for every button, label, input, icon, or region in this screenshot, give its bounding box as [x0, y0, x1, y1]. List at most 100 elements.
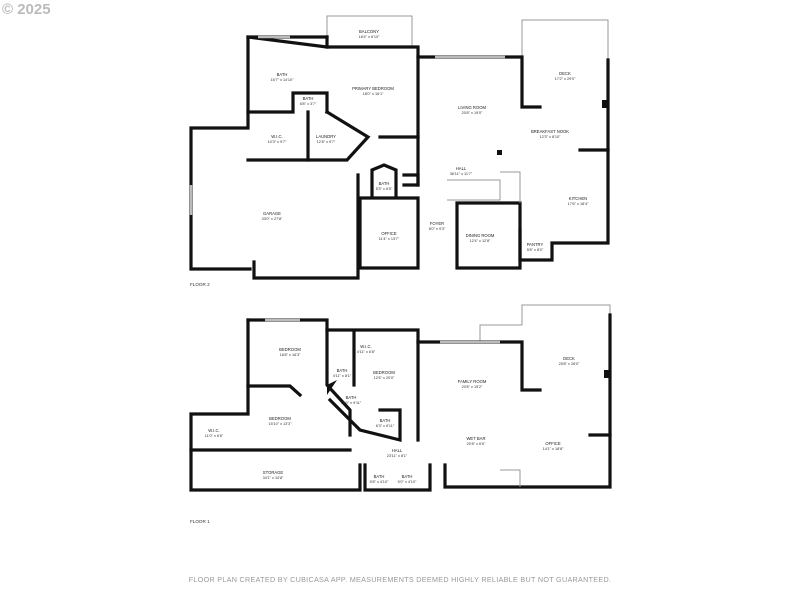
room-name: BATH: [346, 395, 357, 400]
room-name: PANTRY: [527, 242, 544, 247]
room-dimensions: 34'1" x 10'8": [263, 476, 284, 480]
room-dimensions: 20'8" x 19'0": [462, 111, 483, 115]
room-name: WET BAR: [466, 436, 485, 441]
room-name: FAMILY ROOM: [458, 379, 487, 384]
room-name: BATH: [380, 418, 391, 423]
room-name: BEDROOM: [269, 416, 291, 421]
room-name: BREAKFAST NOOK: [531, 129, 569, 134]
room-dimensions: 11'4" x 13'7": [379, 237, 400, 241]
room-name: OFFICE: [381, 231, 397, 236]
disclaimer-footer: FLOOR PLAN CREATED BY CUBICASA APP. MEAS…: [188, 575, 612, 584]
room-name: BEDROOM: [373, 370, 395, 375]
room-dimensions: 8'0" x 9'3": [429, 227, 446, 231]
room-name: LAUNDRY: [316, 134, 336, 139]
room-name: W.I.C.: [360, 344, 371, 349]
room-dimensions: 16'4" x 6'10": [359, 35, 380, 39]
room-dimensions: 16'7" x 14'10": [271, 78, 295, 82]
room-dimensions: 20'8" x 6'6": [467, 442, 486, 446]
room-name: STORAGE: [263, 470, 284, 475]
room-name: PRIMARY BEDROOM: [352, 86, 394, 91]
room-name: BATH: [337, 368, 348, 373]
room-dimensions: 14'1" x 18'8": [543, 447, 564, 451]
room-dimensions: 15'10" x 13'3": [269, 422, 293, 426]
room-dimensions: 10'3" x 9'7": [268, 140, 287, 144]
room-dimensions: 12'6" x 20'0": [374, 376, 395, 380]
room-dimensions: 10'0" x 9'11": [341, 401, 362, 405]
room-name: BALCONY: [359, 29, 379, 34]
room-name: BATH: [303, 96, 314, 101]
room-name: GARAGE: [263, 211, 281, 216]
room-dimensions: 16'8" x 16'3": [280, 353, 301, 357]
room-name: BATH: [277, 72, 288, 77]
room-dimensions: 17'2" x 29'0": [555, 77, 576, 81]
floor-2-walls: [189, 15, 610, 280]
room-dimensions: 5'8" x 4'10": [370, 480, 389, 484]
room-name: LIVING ROOM: [458, 105, 486, 110]
room-name: BATH: [402, 474, 413, 479]
room-dimensions: 5'3" x 6'5": [376, 187, 393, 191]
room-name: W.I.C.: [208, 428, 219, 433]
room-dimensions: 36'11" x 11'7": [450, 172, 473, 176]
room-name: HALL: [392, 448, 403, 453]
room-name: OFFICE: [545, 441, 561, 446]
room-name: DINING ROOM: [466, 233, 495, 238]
room-dimensions: 17'6" x 18'4": [568, 202, 589, 206]
room-dimensions: 4'11" x 8'1": [333, 374, 352, 378]
floor-1-walls: [189, 304, 612, 492]
room-dimensions: 5'8" x 8'0": [527, 248, 544, 252]
room-dimensions: 5'0" x 4'10": [398, 480, 417, 484]
room-dimensions: 25'8" x 26'0": [559, 362, 580, 366]
room-name: BATH: [374, 474, 385, 479]
room-dimensions: 18'0" x 16'1": [363, 92, 384, 96]
room-name: KITCHEN: [569, 196, 587, 201]
room-dimensions: 23'11" x 8'1": [387, 454, 408, 458]
room-label: W.I.C.10'3" x 9'7": [268, 134, 287, 144]
room-label: W.I.C.11'0" x 6'8": [205, 428, 224, 438]
floor-2-label: FLOOR 2: [190, 282, 210, 287]
copyright-watermark: © 2025: [2, 1, 51, 18]
room-dimensions: 20'8" x 15'2": [462, 385, 483, 389]
room-dimensions: 6'3" x 6'11": [376, 424, 395, 428]
room-dimensions: 12'4" x 12'8": [470, 239, 491, 243]
room-dimensions: 33'0" x 27'8": [262, 217, 283, 221]
room-name: BEDROOM: [279, 347, 301, 352]
floor-1-label: FLOOR 1: [190, 519, 210, 524]
room-name: BATH: [379, 181, 390, 186]
room-name: W.I.C.: [271, 134, 282, 139]
room-name: DECK: [563, 356, 575, 361]
room-dimensions: 11'0" x 6'8": [205, 434, 224, 438]
room-dimensions: 12'3" x 8'10": [540, 135, 561, 139]
room-name: FOYER: [430, 221, 444, 226]
